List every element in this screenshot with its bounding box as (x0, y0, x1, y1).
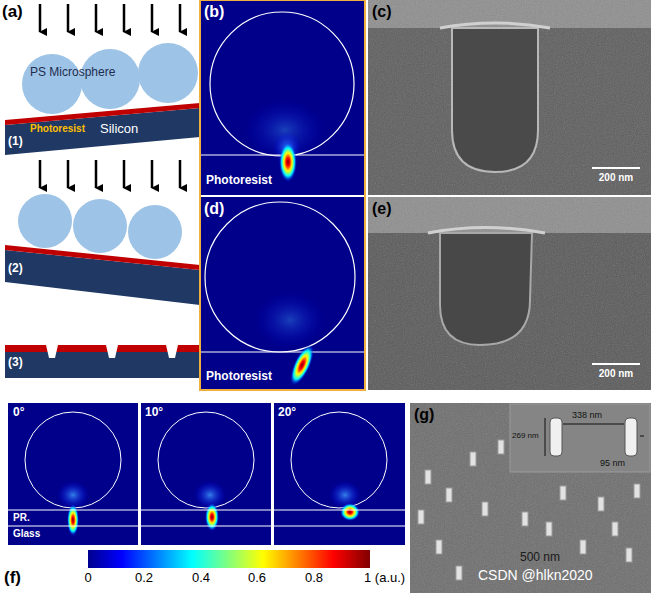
dimension-label: 95 nm (600, 458, 625, 468)
colorbar-tick: 1 (a.u.) (364, 571, 405, 586)
scale-label: 200 nm (599, 172, 633, 184)
layer-name: Photoresist (30, 123, 85, 135)
layer-name: Photoresist (206, 370, 272, 384)
colorbar-tick: 0 (84, 571, 91, 586)
angle-label: 0° (13, 406, 24, 420)
angle-label: 20° (278, 406, 296, 420)
layer-name: Glass (13, 528, 40, 540)
colorbar-tick: 0.2 (135, 571, 153, 586)
panel-letter: (e) (372, 200, 392, 218)
colorbar-tick: 0.6 (248, 571, 266, 586)
scale-label: 200 nm (599, 368, 633, 380)
part-name: PS Microsphere (30, 66, 115, 80)
panel-letter: (b) (204, 3, 224, 21)
step-number: (1) (8, 135, 23, 149)
colorbar-tick: 0.8 (305, 571, 323, 586)
panel-letter: (a) (2, 2, 23, 22)
panel-letter: (f) (4, 568, 21, 588)
angle-label: 10° (145, 406, 163, 420)
layer-name: Silicon (100, 122, 138, 137)
panel-letter: (g) (414, 406, 434, 424)
watermark: CSDN @hlkn2020 (478, 567, 593, 583)
step-number: (2) (8, 262, 23, 276)
layer-name: Photoresist (206, 174, 272, 188)
colorbar-tick: 0.4 (192, 571, 210, 586)
layer-name: PR. (13, 512, 30, 524)
step-number: (3) (8, 356, 23, 370)
dimension-label: 269 nm (512, 431, 539, 440)
panel-letter: (c) (372, 3, 392, 21)
dimension-label: 338 nm (572, 410, 602, 420)
scale-label: 500 nm (520, 551, 560, 565)
panel-letter: (d) (204, 200, 224, 218)
